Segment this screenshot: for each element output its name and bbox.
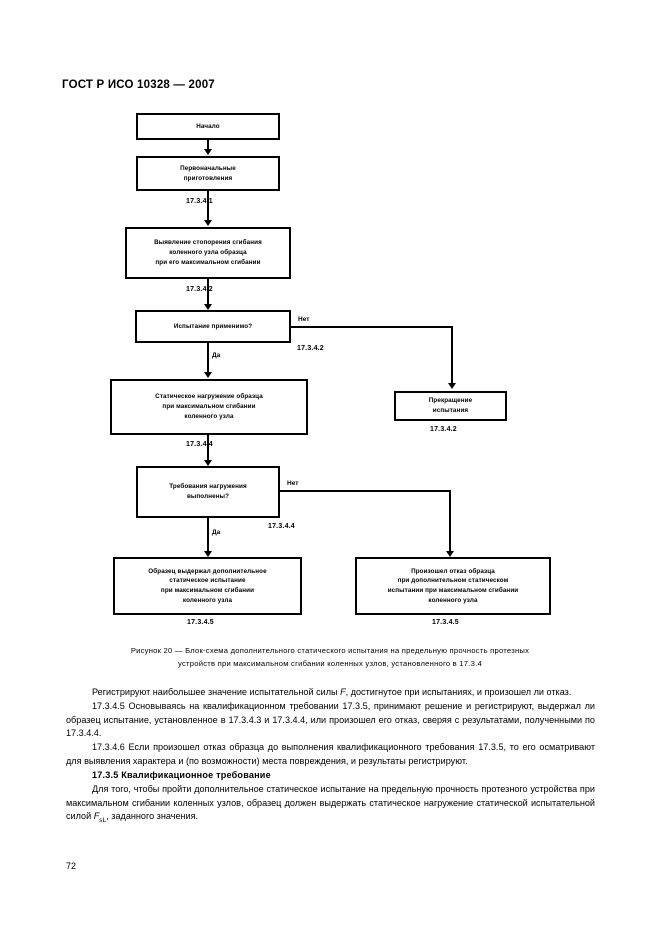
flowchart-ref-17-3-4-5-a: 17.3.4.5 bbox=[187, 619, 214, 626]
paragraph-record-force-part-a: Регистрируют наибольшее значение испытат… bbox=[92, 687, 341, 697]
flowchart-node-detect: Выявление стопорения сгибания коленного … bbox=[125, 227, 291, 279]
arrow-static-load-to-requirements bbox=[204, 460, 212, 466]
flowchart-node-applicable-label: Испытание применимо? bbox=[173, 322, 253, 330]
flowchart-edge-label-yes-2: Да bbox=[212, 529, 221, 536]
paragraph-record-force-part-b: , достигнутое при испытаниях, и произоше… bbox=[345, 687, 572, 697]
connector-static-load-to-requirements bbox=[207, 435, 209, 461]
figure-caption-line-1: Рисунок 20 — Блок-схема дополнительного … bbox=[130, 646, 530, 655]
flowchart-edge-label-no-1: Нет bbox=[298, 316, 310, 323]
flowchart-ref-17-3-4-2-c: 17.3.4.2 bbox=[430, 426, 457, 433]
flowchart-node-fail-label: Произошел отказ образца при дополнительн… bbox=[387, 567, 519, 604]
flowchart-node-applicable: Испытание применимо? bbox=[135, 310, 291, 343]
flowchart-ref-17-3-4-4-a: 17.3.4.4 bbox=[186, 441, 213, 448]
flowchart-node-start: Начало bbox=[136, 113, 280, 140]
connector-applicable-no-horizontal bbox=[291, 326, 453, 328]
arrow-prep-to-detect bbox=[204, 220, 212, 226]
symbol-force-fsl: F bbox=[93, 811, 100, 822]
flowchart-node-pass: Образец выдержал дополнительное статичес… bbox=[113, 557, 302, 615]
connector-applicable-yes bbox=[207, 343, 209, 373]
paragraph-17-3-4-6: 17.3.4.6 Если произошел отказ образца до… bbox=[66, 742, 595, 767]
flowchart-node-prep: Первоначальные приготовления bbox=[136, 156, 280, 191]
arrow-applicable-no bbox=[448, 383, 456, 389]
flowchart-node-detect-label: Выявление стопорения сгибания коленного … bbox=[154, 239, 262, 266]
flowchart-ref-17-3-4-2-b: 17.3.4.2 bbox=[297, 345, 324, 352]
figure-caption-line-2: устройств при максимальном сгибании коле… bbox=[178, 658, 482, 668]
arrow-requirements-yes bbox=[204, 551, 212, 557]
flowchart-node-static-load: Статическое нагружение образца при макси… bbox=[110, 379, 308, 435]
flowchart-node-static-load-label: Статическое нагружение образца при макси… bbox=[155, 393, 263, 420]
arrow-detect-to-applicable bbox=[204, 304, 212, 310]
flowchart-node-requirements-label: Требования нагружения выполнены? bbox=[169, 483, 247, 500]
document-standard-header: ГОСТ Р ИСО 10328 — 2007 bbox=[62, 79, 215, 91]
figure-caption: Рисунок 20 — Блок-схема дополнительного … bbox=[70, 645, 590, 670]
flowchart-node-prep-label: Первоначальные приготовления bbox=[180, 164, 236, 182]
symbol-force-fsl-subscript: sL bbox=[99, 817, 107, 825]
section-heading-17-3-5: 17.3.5 Квалификационное требование bbox=[92, 769, 271, 780]
arrow-start-to-prep bbox=[204, 149, 212, 155]
arrow-requirements-no bbox=[446, 551, 454, 557]
flowchart-ref-17-3-4-1: 17.3.4.1 bbox=[186, 198, 213, 205]
flowchart-ref-17-3-4-2-a: 17.3.4.2 bbox=[186, 286, 213, 293]
flowchart-node-pass-label: Образец выдержал дополнительное статичес… bbox=[148, 567, 267, 604]
paragraph-qualification-part-a: Для того, чтобы пройти дополнительное ст… bbox=[66, 783, 595, 822]
flowchart-node-requirements: Требования нагружения выполнены? bbox=[136, 466, 280, 518]
page-number: 72 bbox=[66, 861, 77, 871]
symbol-force-f: F bbox=[340, 687, 346, 697]
flowchart-figure: Начало Первоначальные приготовления 17.3… bbox=[110, 113, 551, 626]
connector-start-to-prep bbox=[207, 140, 209, 150]
arrow-applicable-yes bbox=[204, 372, 212, 378]
paragraph-17-3-4-5: 17.3.4.5 Основываясь на квалификационном… bbox=[66, 700, 595, 739]
flowchart-node-start-label: Начало bbox=[196, 122, 220, 130]
flowchart-node-stop-test-label: Прекращение испытания bbox=[428, 397, 473, 414]
paragraph-qualification: Для того, чтобы пройти дополнительное ст… bbox=[66, 783, 595, 826]
flowchart-edge-label-no-2: Нет bbox=[287, 480, 299, 487]
paragraph-record-force: Регистрируют наибольшее значение испытат… bbox=[66, 686, 595, 700]
body-text: Регистрируют наибольшее значение испытат… bbox=[66, 686, 595, 826]
connector-requirements-no-horizontal bbox=[280, 490, 451, 492]
connector-detect-to-applicable bbox=[207, 279, 209, 305]
flowchart-node-stop-test: Прекращение испытания bbox=[394, 391, 507, 421]
flowchart-ref-17-3-4-5-b: 17.3.4.5 bbox=[432, 619, 459, 626]
connector-requirements-yes bbox=[207, 518, 209, 552]
flowchart-node-fail: Произошел отказ образца при дополнительн… bbox=[355, 557, 551, 615]
connector-requirements-no-vertical bbox=[449, 490, 451, 552]
connector-applicable-no-vertical bbox=[451, 326, 453, 384]
paragraph-qualification-part-b: , заданного значения. bbox=[106, 811, 199, 822]
flowchart-ref-17-3-4-4-b: 17.3.4.4 bbox=[268, 523, 295, 530]
connector-prep-to-detect bbox=[207, 191, 209, 221]
flowchart-edge-label-yes-1: Да bbox=[212, 352, 221, 359]
